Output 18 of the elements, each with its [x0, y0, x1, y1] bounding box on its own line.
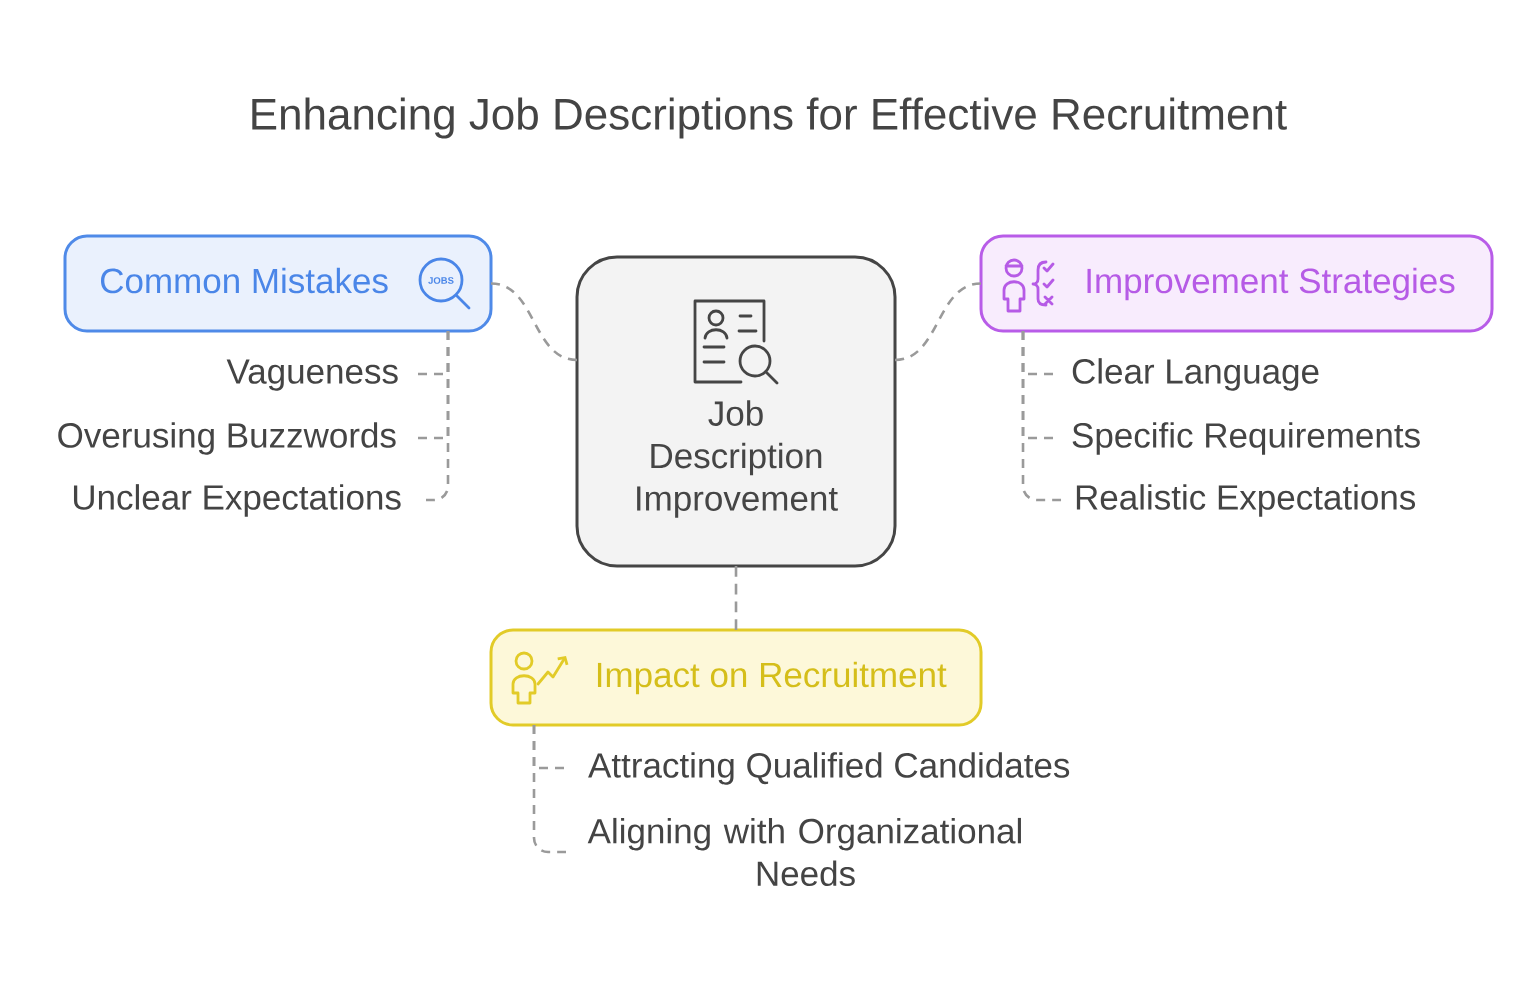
category-box: Impact on Recruitment: [489, 628, 983, 727]
central-box: Job Description Improvement: [575, 255, 897, 568]
connector: [532, 725, 566, 854]
list-item: Vagueness: [226, 359, 398, 391]
connector: [734, 566, 738, 630]
title: Enhancing Job Descriptions for Effective Recruitment: [252, 97, 1287, 139]
list-item: Overusing Buzzwords: [58, 422, 396, 455]
list-item: Attracting Qualified Candidates: [588, 752, 1070, 785]
list-item: Realistic Expectations: [1076, 484, 1416, 517]
list-item: Unclear Expectations: [74, 484, 401, 517]
list-item: Aligning with Organizational Needs: [587, 817, 1021, 887]
connector: [490, 282, 578, 362]
list-item: Clear Language: [1072, 358, 1319, 391]
icon-text: JOBS: [428, 277, 454, 284]
list-item: Specific Requirements: [1072, 422, 1420, 455]
connector: [1021, 331, 1061, 502]
connector: [894, 282, 982, 362]
category-box: Improvement Strategies: [979, 234, 1494, 333]
